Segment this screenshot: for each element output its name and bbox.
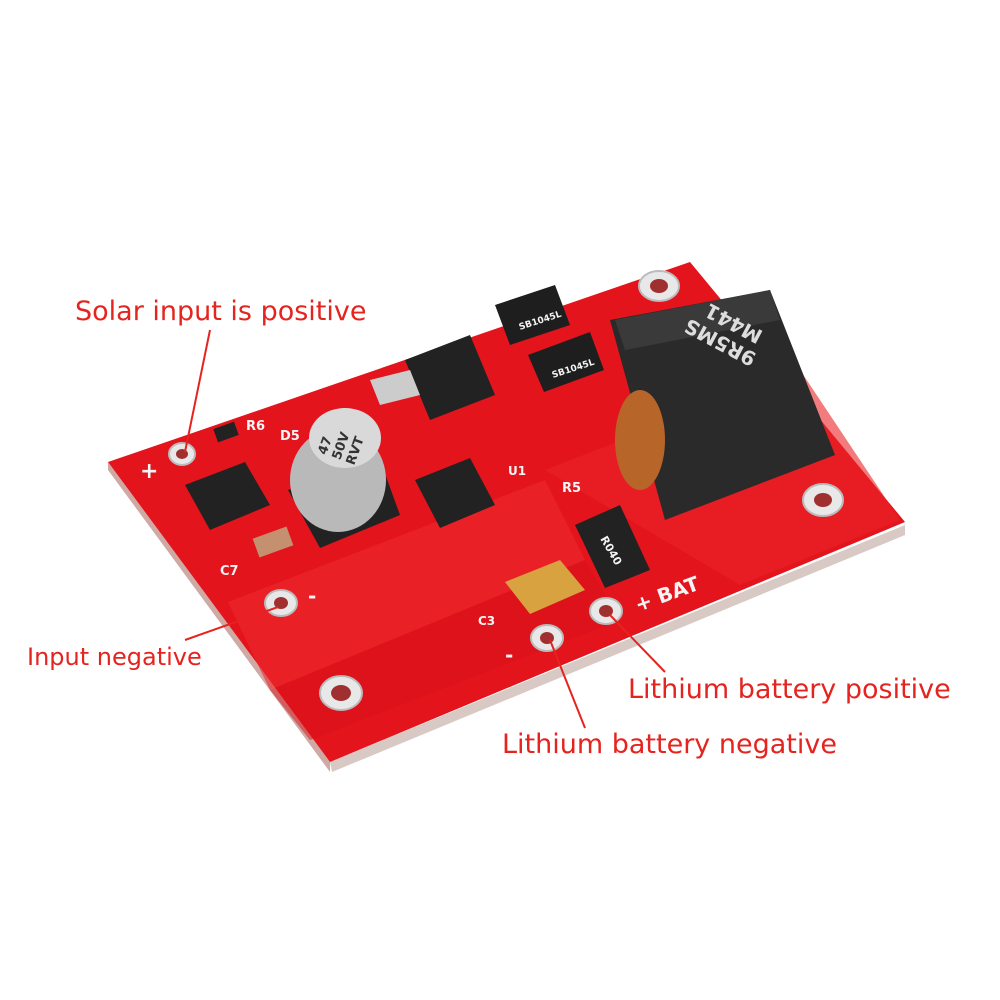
silk-u1: U1 — [508, 464, 526, 478]
silk-d5: D5 — [280, 429, 300, 444]
sense-resistor — [575, 505, 650, 588]
tantalum-capacitor — [505, 560, 585, 614]
u1-chip — [415, 458, 495, 528]
silk-bat-minus: - — [505, 643, 513, 667]
cap-markings: 47 50V RVT — [316, 430, 368, 467]
label-input-negative: Input negative — [27, 643, 202, 671]
silk-r5: R5 — [562, 481, 581, 496]
board-edge — [330, 525, 905, 772]
inductor — [610, 290, 835, 520]
ic-chip — [185, 462, 270, 530]
diode-2 — [528, 332, 604, 392]
mosfet — [405, 335, 495, 420]
silk-plus: + — [140, 459, 158, 484]
diode-1 — [495, 285, 570, 345]
silk-c7: C7 — [220, 564, 239, 579]
label-solar-positive: Solar input is positive — [75, 296, 367, 327]
leader-lines — [184, 329, 666, 729]
cap-marking-1: 47 — [316, 435, 336, 457]
label-battery-negative: Lithium battery negative — [502, 729, 837, 760]
label-battery-positive: Lithium battery positive — [628, 674, 951, 705]
silk-c3: C3 — [478, 614, 495, 628]
silk-minus: - — [308, 584, 316, 608]
silk-r6: R6 — [246, 419, 265, 434]
